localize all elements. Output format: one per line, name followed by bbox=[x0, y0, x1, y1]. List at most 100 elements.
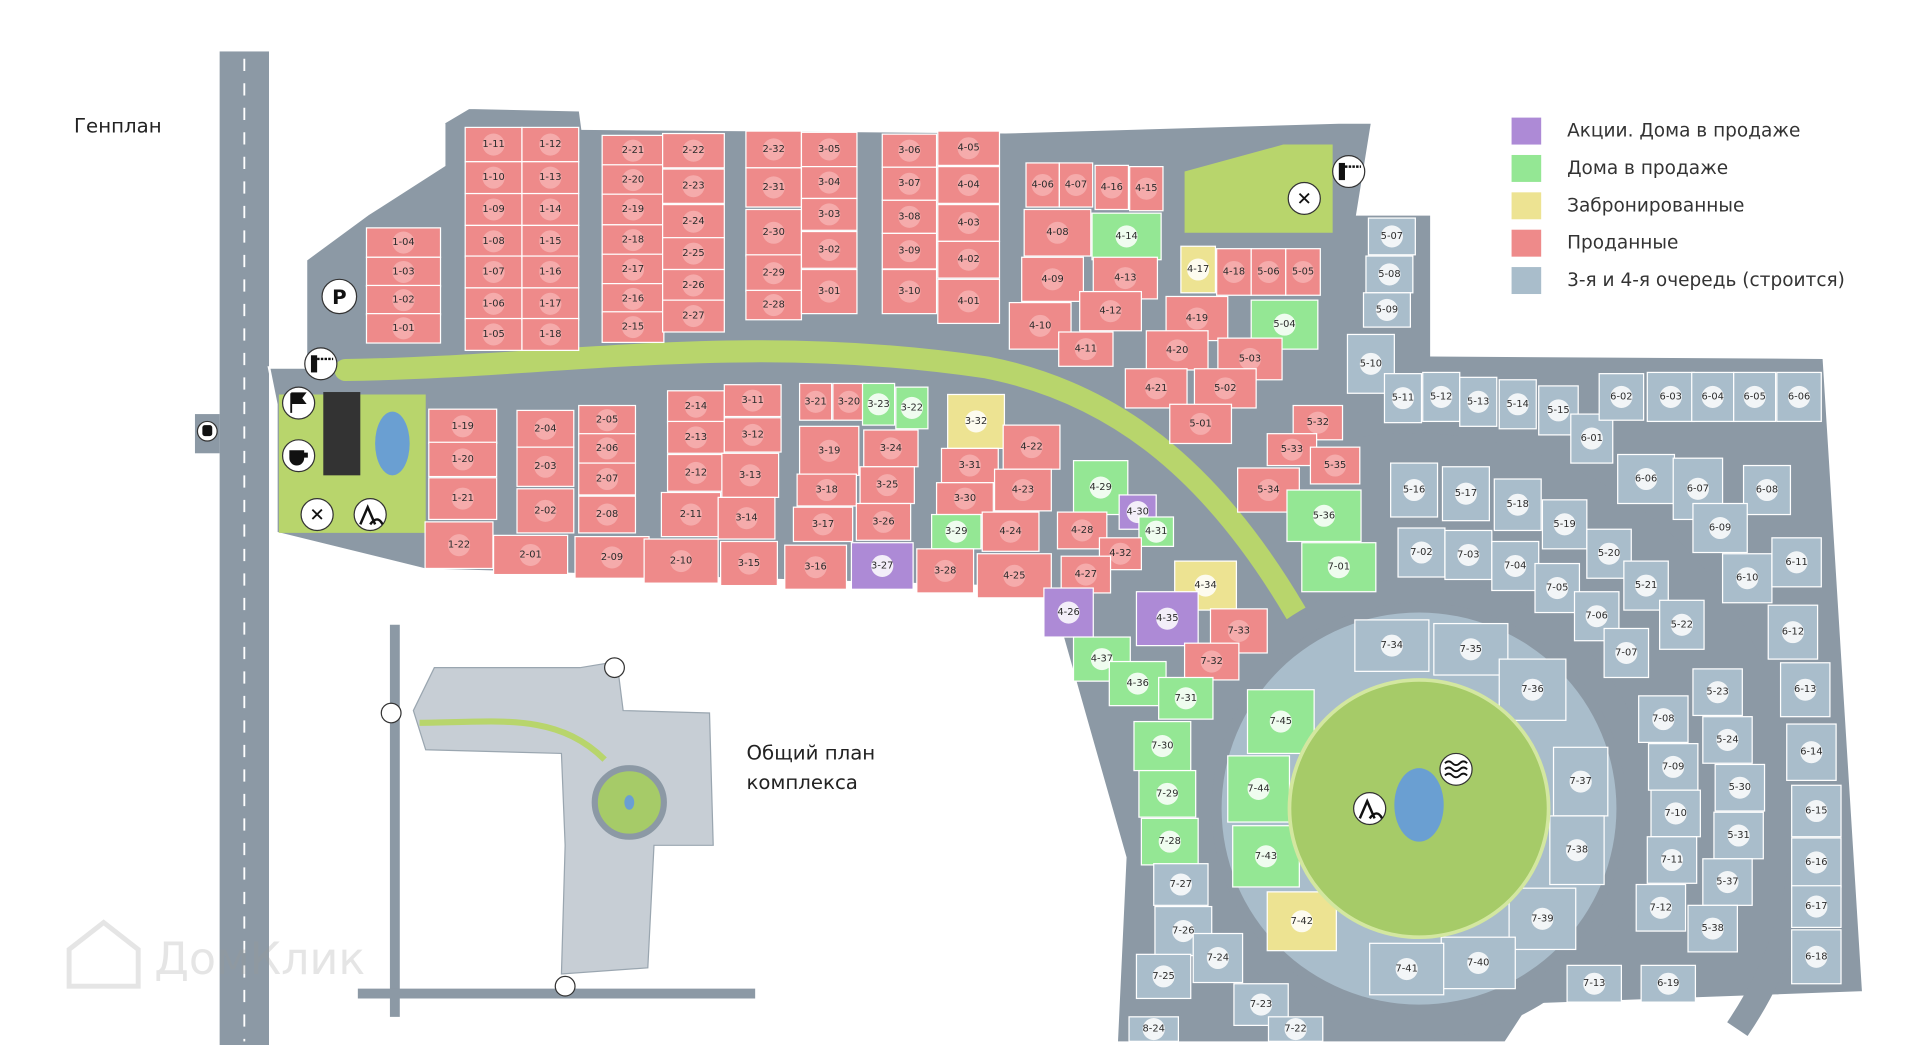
lot-5-35[interactable]: 5-35 bbox=[1309, 446, 1361, 485]
lot-7-07[interactable]: 7-07 bbox=[1603, 627, 1650, 679]
barrier-icon[interactable] bbox=[304, 347, 338, 381]
lot-7-25[interactable]: 7-25 bbox=[1135, 953, 1192, 1000]
lot-6-11[interactable]: 6-11 bbox=[1771, 537, 1822, 588]
lot-6-06[interactable]: 6-06 bbox=[1776, 371, 1822, 423]
lot-shape[interactable] bbox=[1169, 403, 1233, 445]
lot-shape[interactable] bbox=[1023, 208, 1092, 257]
lot-2-15[interactable]: 2-15 bbox=[601, 311, 665, 344]
lot-5-17[interactable]: 5-17 bbox=[1441, 466, 1490, 522]
lot-2-05[interactable]: 2-05 bbox=[578, 404, 637, 436]
lot-3-17[interactable]: 3-17 bbox=[792, 506, 854, 543]
playground-icon[interactable] bbox=[1353, 792, 1387, 826]
lot-7-36[interactable]: 7-36 bbox=[1498, 658, 1567, 721]
lot-2-07[interactable]: 2-07 bbox=[578, 462, 637, 496]
lot-5-21[interactable]: 5-21 bbox=[1623, 560, 1669, 611]
lot-4-24[interactable]: 4-24 bbox=[981, 511, 1040, 552]
lot-7-38[interactable]: 7-38 bbox=[1549, 815, 1605, 886]
lot-5-32[interactable]: 5-32 bbox=[1292, 404, 1344, 441]
lot-6-03[interactable]: 6-03 bbox=[1646, 371, 1695, 423]
lot-7-35[interactable]: 7-35 bbox=[1433, 622, 1509, 676]
lot-5-31[interactable]: 5-31 bbox=[1713, 811, 1764, 860]
lot-2-03[interactable]: 2-03 bbox=[516, 446, 575, 487]
lot-3-26[interactable]: 3-26 bbox=[855, 502, 912, 541]
lot-1-17[interactable]: 1-17 bbox=[521, 287, 580, 321]
lot-7-24[interactable]: 7-24 bbox=[1192, 932, 1244, 984]
lot-5-23[interactable]: 5-23 bbox=[1692, 668, 1743, 717]
lot-1-08[interactable]: 1-08 bbox=[464, 224, 523, 258]
lot-2-09[interactable]: 2-09 bbox=[574, 535, 650, 579]
lot-2-25[interactable]: 2-25 bbox=[662, 237, 725, 271]
lot-1-21[interactable]: 1-21 bbox=[428, 477, 498, 521]
lot-6-09[interactable]: 6-09 bbox=[1692, 502, 1748, 554]
lot-1-12[interactable]: 1-12 bbox=[521, 126, 580, 163]
lot-7-12[interactable]: 7-12 bbox=[1635, 883, 1687, 932]
lot-7-27[interactable]: 7-27 bbox=[1153, 863, 1209, 906]
lot-2-32[interactable]: 2-32 bbox=[745, 130, 803, 169]
lot-4-29[interactable]: 4-29 bbox=[1072, 460, 1129, 516]
lot-7-30[interactable]: 7-30 bbox=[1133, 720, 1192, 772]
lot-7-31[interactable]: 7-31 bbox=[1158, 676, 1214, 720]
lot-4-31[interactable]: 4-31 bbox=[1138, 516, 1175, 548]
lot-1-13[interactable]: 1-13 bbox=[521, 161, 580, 195]
lot-3-06[interactable]: 3-06 bbox=[881, 133, 938, 168]
lot-5-12[interactable]: 5-12 bbox=[1422, 371, 1461, 423]
flag-icon[interactable] bbox=[281, 386, 316, 420]
lot-2-20[interactable]: 2-20 bbox=[601, 164, 665, 197]
lot-5-24[interactable]: 5-24 bbox=[1702, 716, 1753, 764]
lot-shape[interactable] bbox=[1124, 368, 1188, 409]
lot-2-01[interactable]: 2-01 bbox=[492, 534, 569, 576]
lot-3-01[interactable]: 3-01 bbox=[800, 268, 858, 315]
lot-7-28[interactable]: 7-28 bbox=[1140, 817, 1199, 866]
lot-3-03[interactable]: 3-03 bbox=[800, 197, 858, 231]
sports-icon[interactable]: ✕ bbox=[1287, 181, 1321, 216]
lot-3-31[interactable]: 3-31 bbox=[940, 447, 999, 484]
lot-7-03[interactable]: 7-03 bbox=[1444, 529, 1493, 581]
lot-3-02[interactable]: 3-02 bbox=[800, 230, 858, 269]
lot-7-43[interactable]: 7-43 bbox=[1232, 825, 1300, 888]
parking-icon[interactable]: P bbox=[321, 278, 358, 315]
lot-5-36[interactable]: 5-36 bbox=[1286, 489, 1362, 543]
lot-7-29[interactable]: 7-29 bbox=[1138, 769, 1197, 818]
lot-1-18[interactable]: 1-18 bbox=[521, 317, 580, 351]
lot-4-04[interactable]: 4-04 bbox=[937, 165, 1001, 204]
lot-shape[interactable] bbox=[666, 453, 725, 492]
lot-7-42[interactable]: 7-42 bbox=[1266, 891, 1337, 952]
lot-1-20[interactable]: 1-20 bbox=[428, 441, 498, 478]
lot-2-08[interactable]: 2-08 bbox=[578, 495, 637, 534]
lot-5-33[interactable]: 5-33 bbox=[1266, 433, 1318, 467]
lot-2-13[interactable]: 2-13 bbox=[666, 420, 725, 454]
lot-2-17[interactable]: 2-17 bbox=[601, 253, 665, 286]
lot-2-02[interactable]: 2-02 bbox=[516, 488, 575, 534]
lot-7-04[interactable]: 7-04 bbox=[1491, 540, 1540, 592]
lot-2-11[interactable]: 2-11 bbox=[660, 491, 722, 538]
lot-5-05[interactable]: 5-05 bbox=[1285, 248, 1321, 296]
lot-2-26[interactable]: 2-26 bbox=[662, 268, 725, 302]
lot-4-16[interactable]: 4-16 bbox=[1094, 164, 1130, 211]
lot-3-11[interactable]: 3-11 bbox=[723, 384, 782, 418]
lot-2-16[interactable]: 2-16 bbox=[601, 282, 665, 315]
lot-4-20[interactable]: 4-20 bbox=[1145, 330, 1209, 371]
lot-6-10[interactable]: 6-10 bbox=[1721, 553, 1773, 604]
lot-7-11[interactable]: 7-11 bbox=[1646, 836, 1698, 884]
lot-6-06[interactable]: 6-06 bbox=[1617, 453, 1676, 505]
lot-shape[interactable] bbox=[1742, 464, 1792, 516]
lot-3-25[interactable]: 3-25 bbox=[859, 466, 915, 505]
barrier-icon[interactable] bbox=[1332, 154, 1366, 189]
water-icon[interactable] bbox=[1439, 752, 1473, 786]
lot-1-02[interactable]: 1-02 bbox=[365, 284, 442, 316]
cafe-icon[interactable] bbox=[281, 439, 316, 473]
lot-7-22[interactable]: 7-22 bbox=[1267, 1016, 1324, 1042]
lot-7-45[interactable]: 7-45 bbox=[1246, 689, 1315, 755]
lot-7-37[interactable]: 7-37 bbox=[1552, 746, 1609, 817]
lot-3-14[interactable]: 3-14 bbox=[717, 496, 776, 540]
lot-3-29[interactable]: 3-29 bbox=[931, 513, 982, 550]
lot-4-05[interactable]: 4-05 bbox=[937, 130, 1001, 166]
lot-5-38[interactable]: 5-38 bbox=[1687, 904, 1738, 953]
lot-1-06[interactable]: 1-06 bbox=[464, 287, 523, 321]
lot-5-22[interactable]: 5-22 bbox=[1659, 599, 1705, 650]
lot-3-09[interactable]: 3-09 bbox=[881, 232, 938, 270]
lot-2-22[interactable]: 2-22 bbox=[662, 132, 725, 169]
lot-3-27[interactable]: 3-27 bbox=[850, 542, 914, 590]
lot-2-14[interactable]: 2-14 bbox=[666, 390, 725, 424]
lot-5-18[interactable]: 5-18 bbox=[1493, 478, 1542, 532]
